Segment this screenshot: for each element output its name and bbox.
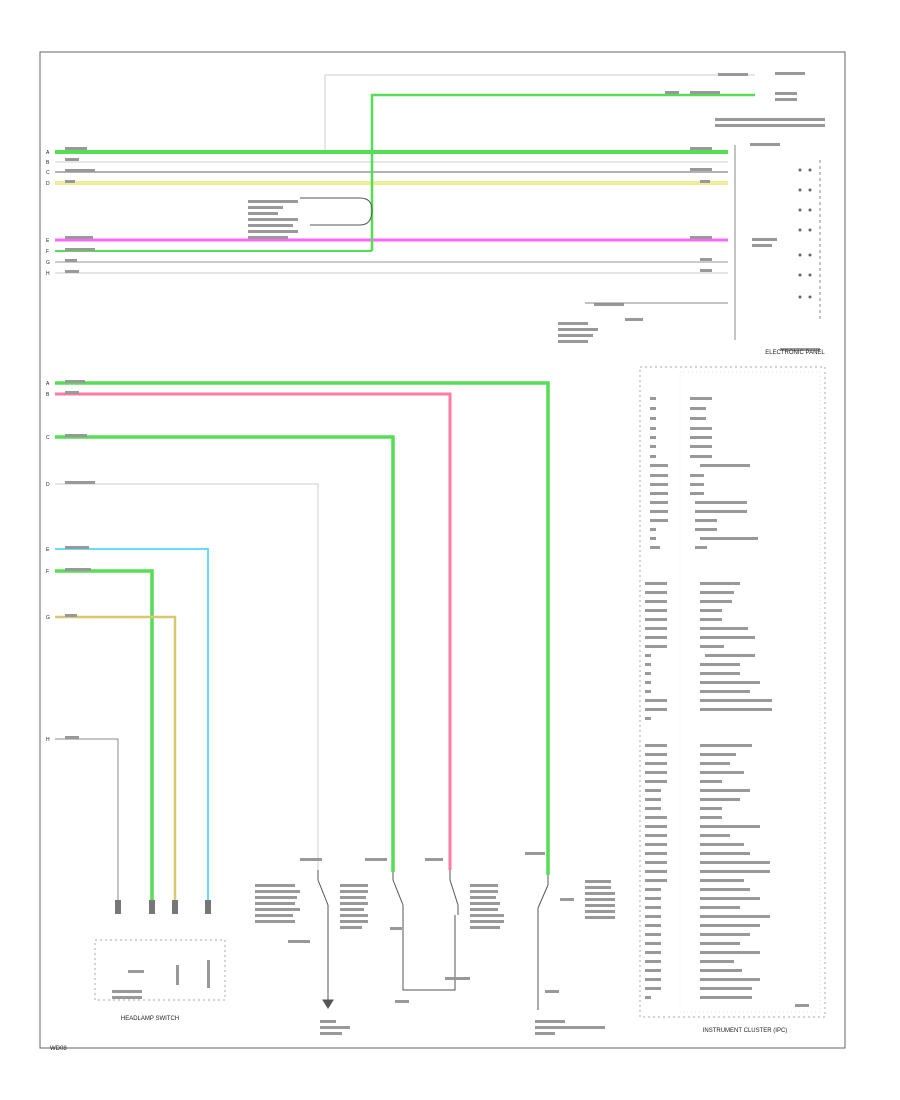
- svg-text:G: G: [46, 260, 50, 266]
- svg-text:H: H: [46, 737, 50, 743]
- switch-1: [317, 870, 334, 1009]
- wire-lt-grn-1: [55, 381, 550, 875]
- svg-text:C: C: [46, 170, 50, 176]
- diagram-frame: [39, 51, 846, 1049]
- wire-tan: [55, 615, 177, 900]
- wire-lt-blue: [55, 548, 209, 900]
- wire-loop: [300, 197, 373, 226]
- svg-text:E: E: [46, 547, 50, 553]
- electronic-panel-label: ELECTRONIC PANEL: [765, 350, 825, 356]
- wire-pink: [55, 392, 452, 870]
- svg-text:F: F: [46, 569, 49, 575]
- instrument-cluster-label: INSTRUMENT CLUSTER (IPC): [703, 1028, 788, 1034]
- svg-text:F: F: [46, 249, 49, 255]
- svg-text:C: C: [46, 435, 50, 441]
- svg-text:H: H: [46, 271, 50, 277]
- svg-text:G: G: [46, 615, 50, 621]
- instrument-cluster-frame: [639, 366, 826, 1018]
- switch-2: [392, 872, 456, 991]
- switch-4: [537, 875, 549, 1010]
- switch-3: [449, 870, 459, 915]
- svg-text:D: D: [46, 181, 50, 187]
- wire-gray-riser: [324, 74, 755, 150]
- headlamp-switch-box: [94, 939, 226, 1001]
- lower-harness: ABC DEF GH HEADLAMP: [46, 380, 615, 1035]
- instrument-cluster-block: INSTRUMENT CLUSTER (IPC): [639, 366, 826, 1034]
- wire-green: [55, 569, 154, 900]
- svg-text:E: E: [46, 238, 50, 244]
- headlamp-switch-label: HEADLAMP SWITCH: [121, 1016, 179, 1022]
- svg-text:B: B: [46, 392, 50, 398]
- svg-text:A: A: [46, 381, 50, 387]
- svg-text:B: B: [46, 160, 50, 166]
- top-harness: ABC D EF GH: [46, 72, 825, 351]
- wire-green-riser: [370, 93, 755, 251]
- svg-text:A: A: [46, 150, 50, 156]
- svg-text:D: D: [46, 482, 50, 488]
- wire-lt-grn-2: [55, 435, 395, 872]
- wire-black-low: [55, 738, 119, 900]
- wire-gray-low: [55, 483, 319, 870]
- headlamp-switch-pins: [115, 900, 211, 914]
- page-number: WD08: [50, 1046, 67, 1052]
